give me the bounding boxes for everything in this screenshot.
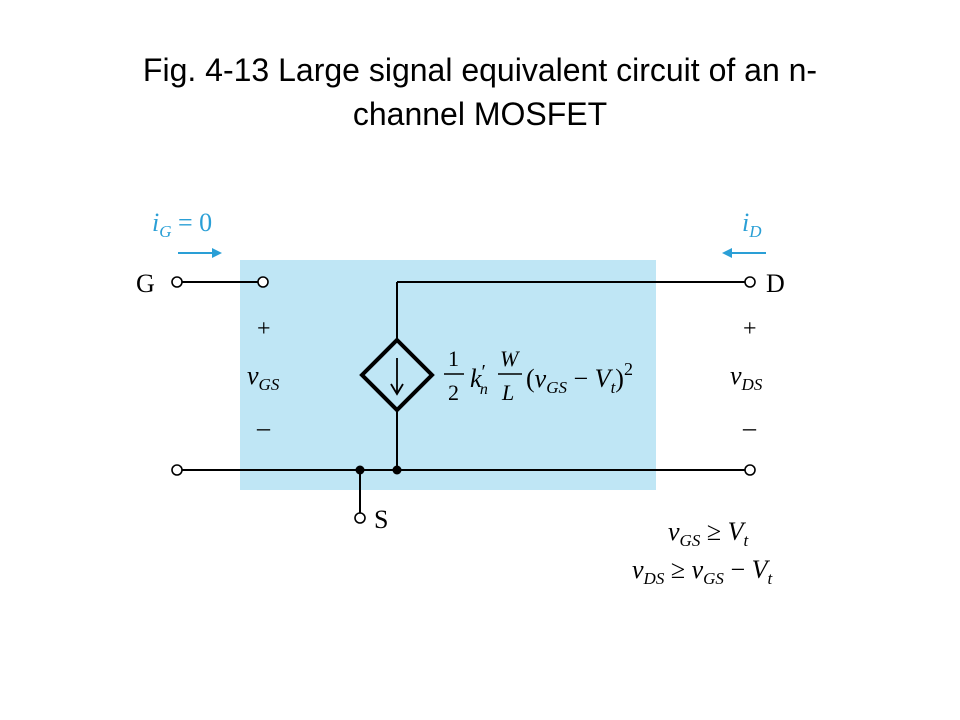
dependent-current-source: [359, 337, 435, 413]
condition-2-v2: v: [692, 555, 704, 584]
gate-current-label: iG = 0: [152, 208, 212, 241]
condition-2-V: V: [752, 555, 771, 584]
condition-2-V-subscript: t: [768, 569, 774, 588]
vgs-symbol: v: [247, 361, 259, 390]
paren-minus: −: [567, 364, 595, 393]
paren-term: (vGS − Vt)2: [526, 359, 633, 397]
source-terminal-label: S: [374, 505, 388, 534]
paren-V: V: [595, 364, 614, 393]
gate-current-rest: = 0: [172, 208, 213, 237]
source-arrow-head: [390, 383, 404, 396]
vds-plus: +: [743, 316, 757, 342]
condition-1-V-subscript: t: [744, 531, 750, 550]
gate-current-symbol: i: [152, 208, 159, 237]
vds-subscript: DS: [741, 375, 763, 394]
condition-2-op: ≥: [664, 555, 691, 584]
paren-v-subscript: GS: [546, 378, 567, 397]
paren-open: (: [526, 364, 535, 393]
condition-2-v-subscript: DS: [643, 569, 665, 588]
k-term: k′n: [470, 361, 488, 398]
paren-close: ): [615, 364, 624, 393]
condition-1-V: V: [728, 517, 747, 546]
vds-minus: –: [742, 413, 757, 442]
vds-symbol: v: [730, 361, 742, 390]
frac2-denominator: L: [501, 380, 514, 405]
k-symbol: k: [470, 364, 482, 393]
condition-vgs: vGS ≥ Vt: [668, 517, 750, 550]
vgs-label: vGS: [247, 361, 280, 394]
condition-2-minus: −: [724, 555, 752, 584]
paren-V-subscript: t: [611, 378, 617, 397]
condition-2-v: v: [632, 555, 644, 584]
drain-current-label: iD: [742, 208, 762, 241]
vds-label: vDS: [730, 361, 763, 394]
vgs-subscript: GS: [259, 375, 280, 394]
current-source-expression: 1 2 k′n W L (vGS − Vt)2: [444, 346, 633, 405]
drain-terminal: [744, 276, 756, 288]
vgs-minus: –: [256, 413, 271, 442]
slide-title-line-1: Fig. 4-13 Large signal equivalent circui…: [142, 52, 818, 88]
condition-1-v: v: [668, 517, 680, 546]
drain-terminal-label: D: [766, 269, 785, 298]
k-subscript: n: [480, 381, 488, 398]
gate-current-subscript: G: [159, 222, 171, 241]
bottom-right-terminal: [744, 464, 756, 476]
frac1-numerator: 1: [448, 346, 459, 371]
gate-inner-terminal: [257, 276, 269, 288]
drain-current-subscript: D: [748, 222, 762, 241]
paren-v: v: [535, 364, 547, 393]
slide-title-line-2: channel MOSFET: [352, 96, 608, 132]
condition-2-v2-subscript: GS: [703, 569, 724, 588]
equivalent-circuit-box: [240, 260, 656, 490]
gate-terminal: [171, 276, 183, 288]
condition-1-op: ≥: [700, 517, 727, 546]
source-terminal: [354, 512, 366, 524]
gate-terminal-label: G: [136, 269, 155, 298]
k-prime: ′: [482, 361, 486, 383]
drain-current-symbol: i: [742, 208, 749, 237]
frac1-denominator: 2: [448, 380, 459, 405]
junction-dot-current-source: [392, 465, 402, 475]
bottom-left-terminal: [171, 464, 183, 476]
vgs-plus: +: [257, 316, 271, 342]
frac2-numerator: W: [500, 346, 520, 371]
condition-vds: vDS ≥ vGS − Vt: [632, 555, 774, 588]
condition-1-v-subscript: GS: [680, 531, 701, 550]
paren-exponent: 2: [624, 359, 633, 379]
